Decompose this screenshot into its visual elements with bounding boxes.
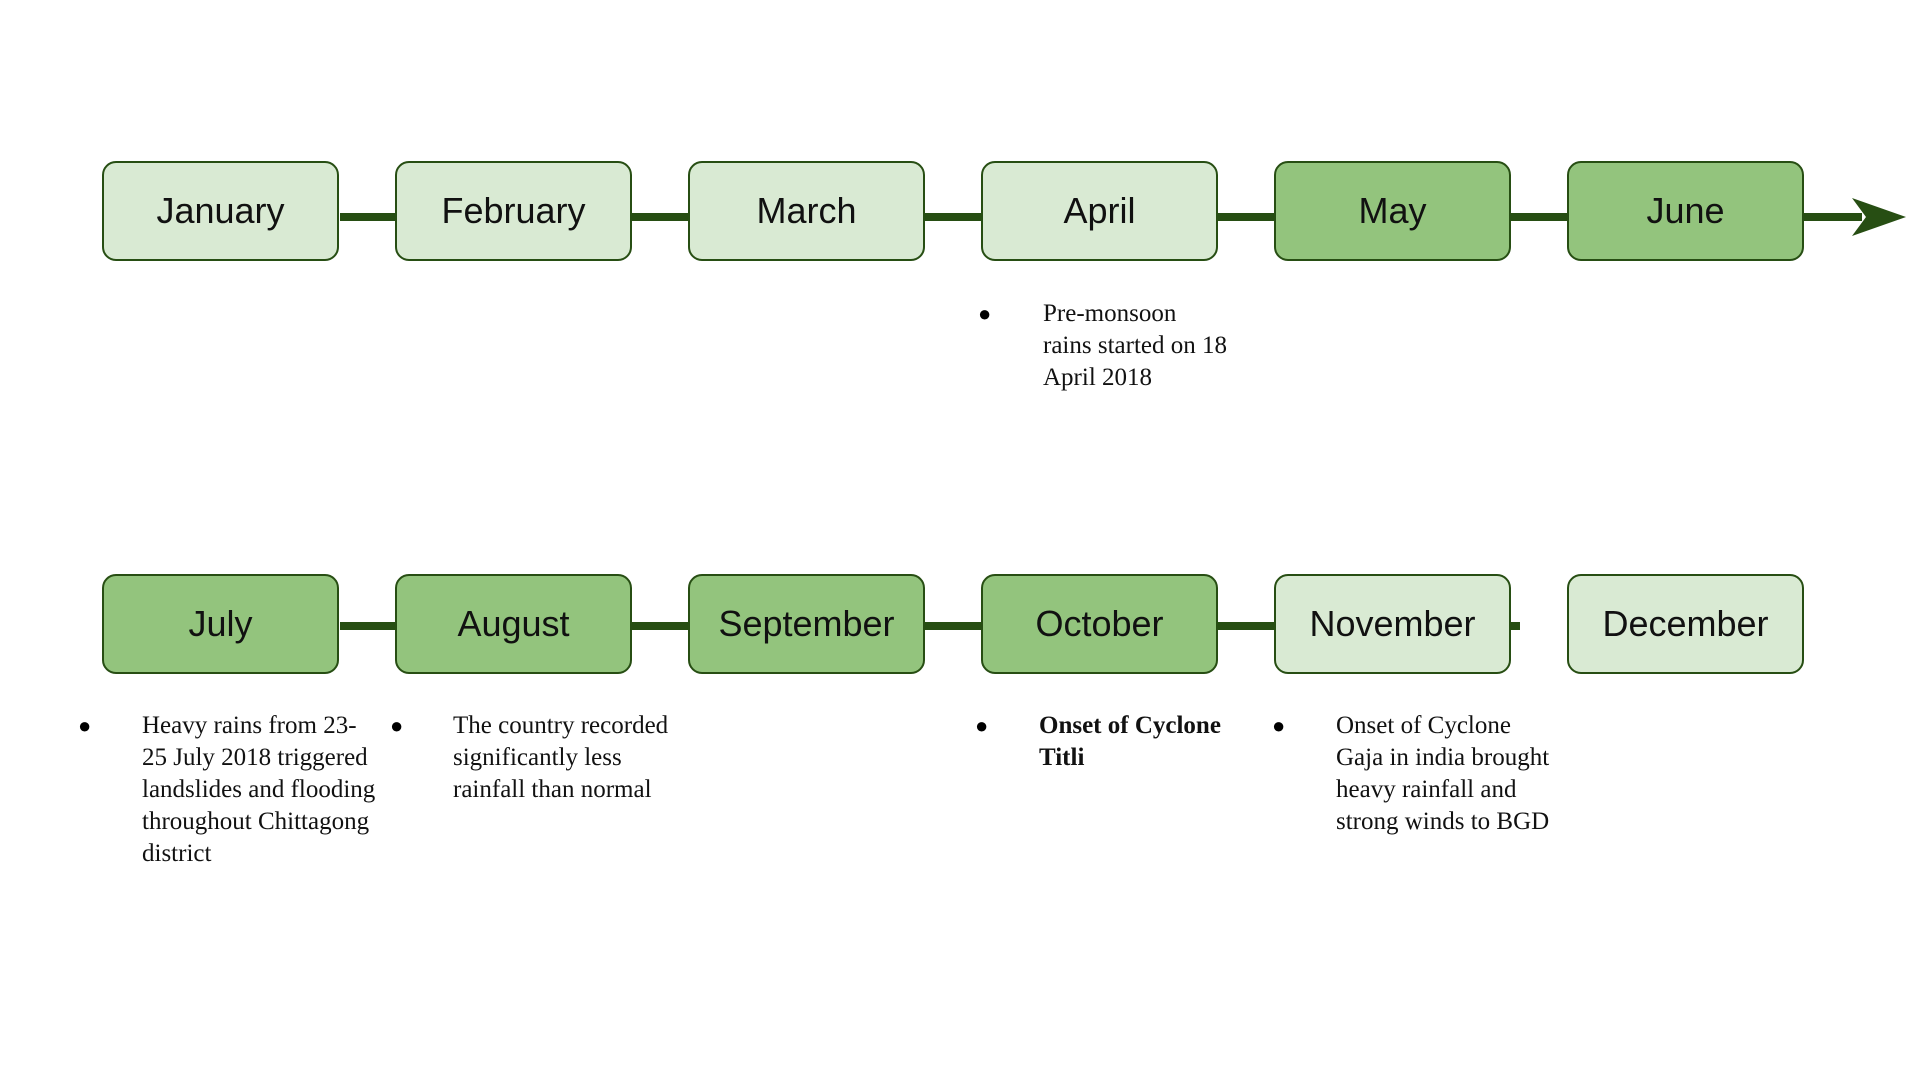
month-box-may: May: [1274, 161, 1511, 261]
month-box-march: March: [688, 161, 925, 261]
month-box-september: September: [688, 574, 925, 674]
note-bullet-november: ●: [1272, 713, 1286, 738]
month-label: May: [1358, 190, 1427, 231]
note-bullet-october: ●: [975, 713, 989, 738]
note-august: The country recorded significantly less …: [453, 712, 669, 803]
month-label: April: [1063, 190, 1136, 231]
month-box-august: August: [395, 574, 632, 674]
timeline-arrowhead: [1852, 198, 1906, 236]
note-november: Onset of Cyclone Gaja in india brought h…: [1336, 712, 1550, 835]
note-july: Heavy rains from 23-25 July 2018 trigger…: [142, 712, 376, 867]
month-label: October: [1035, 603, 1164, 644]
month-box-february: February: [395, 161, 632, 261]
month-label: February: [441, 190, 586, 231]
month-label: September: [718, 603, 895, 644]
month-box-january: January: [102, 161, 339, 261]
month-label: November: [1309, 603, 1476, 644]
month-box-april: April: [981, 161, 1218, 261]
month-label: July: [188, 603, 253, 644]
month-label: August: [457, 603, 570, 644]
note-bullet-august: ●: [390, 713, 404, 738]
month-box-november: November: [1274, 574, 1511, 674]
note-bullet-july: ●: [78, 713, 92, 738]
month-box-october: October: [981, 574, 1218, 674]
note-october: Onset of Cyclone Titli: [1039, 712, 1221, 771]
month-label: March: [756, 190, 857, 231]
month-box-june: June: [1567, 161, 1804, 261]
month-box-december: December: [1567, 574, 1804, 674]
month-label: December: [1602, 603, 1769, 644]
month-box-july: July: [102, 574, 339, 674]
month-label: June: [1646, 190, 1725, 231]
note-bullet-april: ●: [978, 301, 992, 326]
month-label: January: [156, 190, 285, 231]
note-april: Pre-monsoon rains started on 18 April 20…: [1043, 300, 1227, 391]
